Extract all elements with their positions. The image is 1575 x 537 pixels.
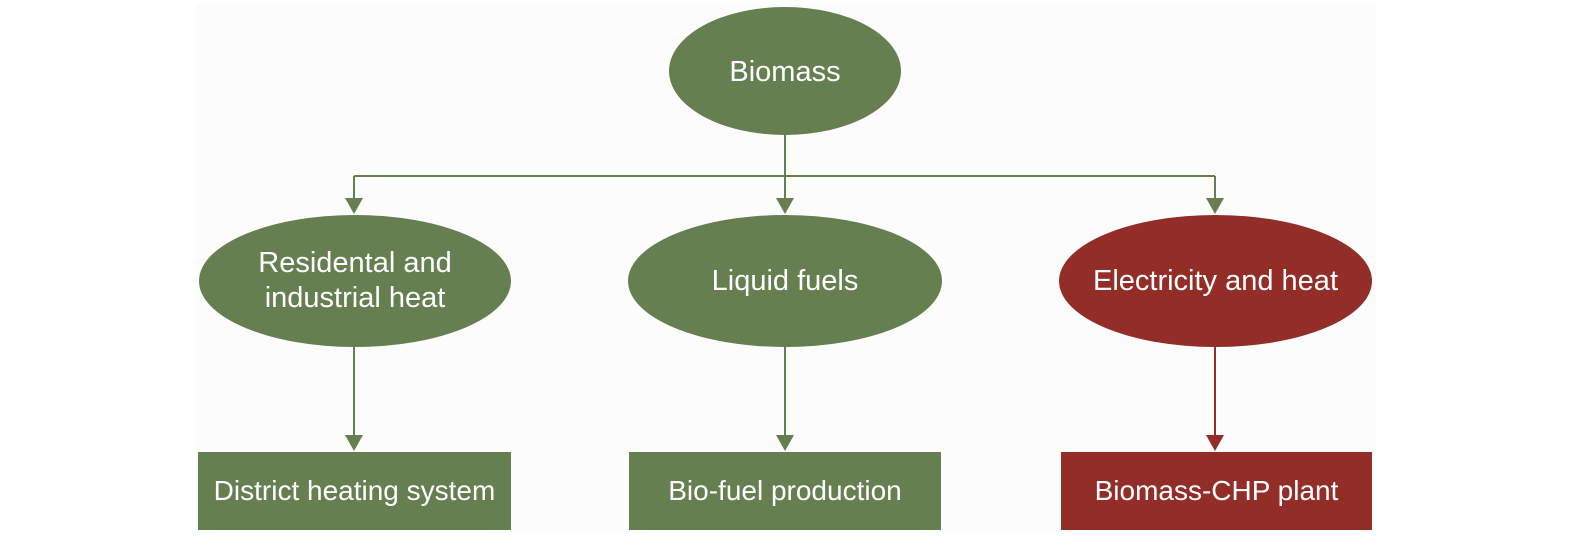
- node-biomass-label: Biomass: [729, 55, 841, 88]
- arrowhead-to-district: [345, 435, 363, 451]
- node-district-heating-system: District heating system: [198, 452, 511, 530]
- node-bio-fuel-production: Bio-fuel production: [629, 452, 941, 530]
- node-biofuel-label: Bio-fuel production: [668, 475, 902, 507]
- node-heat-label-line1: Residental and: [258, 247, 452, 280]
- node-electricity-label: Electricity and heat: [1092, 264, 1338, 297]
- arrowhead-to-biofuel: [776, 435, 794, 451]
- arrowhead-to-heat: [345, 198, 363, 214]
- node-liquid-fuels-label: Liquid fuels: [711, 264, 859, 297]
- node-chp-label: Biomass-CHP plant: [1094, 475, 1339, 507]
- node-biomass: Biomass: [669, 7, 901, 135]
- arrowhead-to-liquid: [776, 198, 794, 214]
- node-biomass-chp-plant: Biomass-CHP plant: [1061, 452, 1372, 530]
- node-residential-industrial-heat: Residental and industrial heat: [199, 215, 511, 347]
- arrowhead-to-chp: [1206, 435, 1224, 451]
- node-district-label: District heating system: [213, 475, 496, 507]
- node-liquid-fuels: Liquid fuels: [628, 215, 942, 347]
- node-heat-label-line2: industrial heat: [264, 282, 446, 314]
- arrowhead-to-electricity: [1206, 198, 1224, 214]
- node-electricity-and-heat: Electricity and heat: [1059, 215, 1372, 347]
